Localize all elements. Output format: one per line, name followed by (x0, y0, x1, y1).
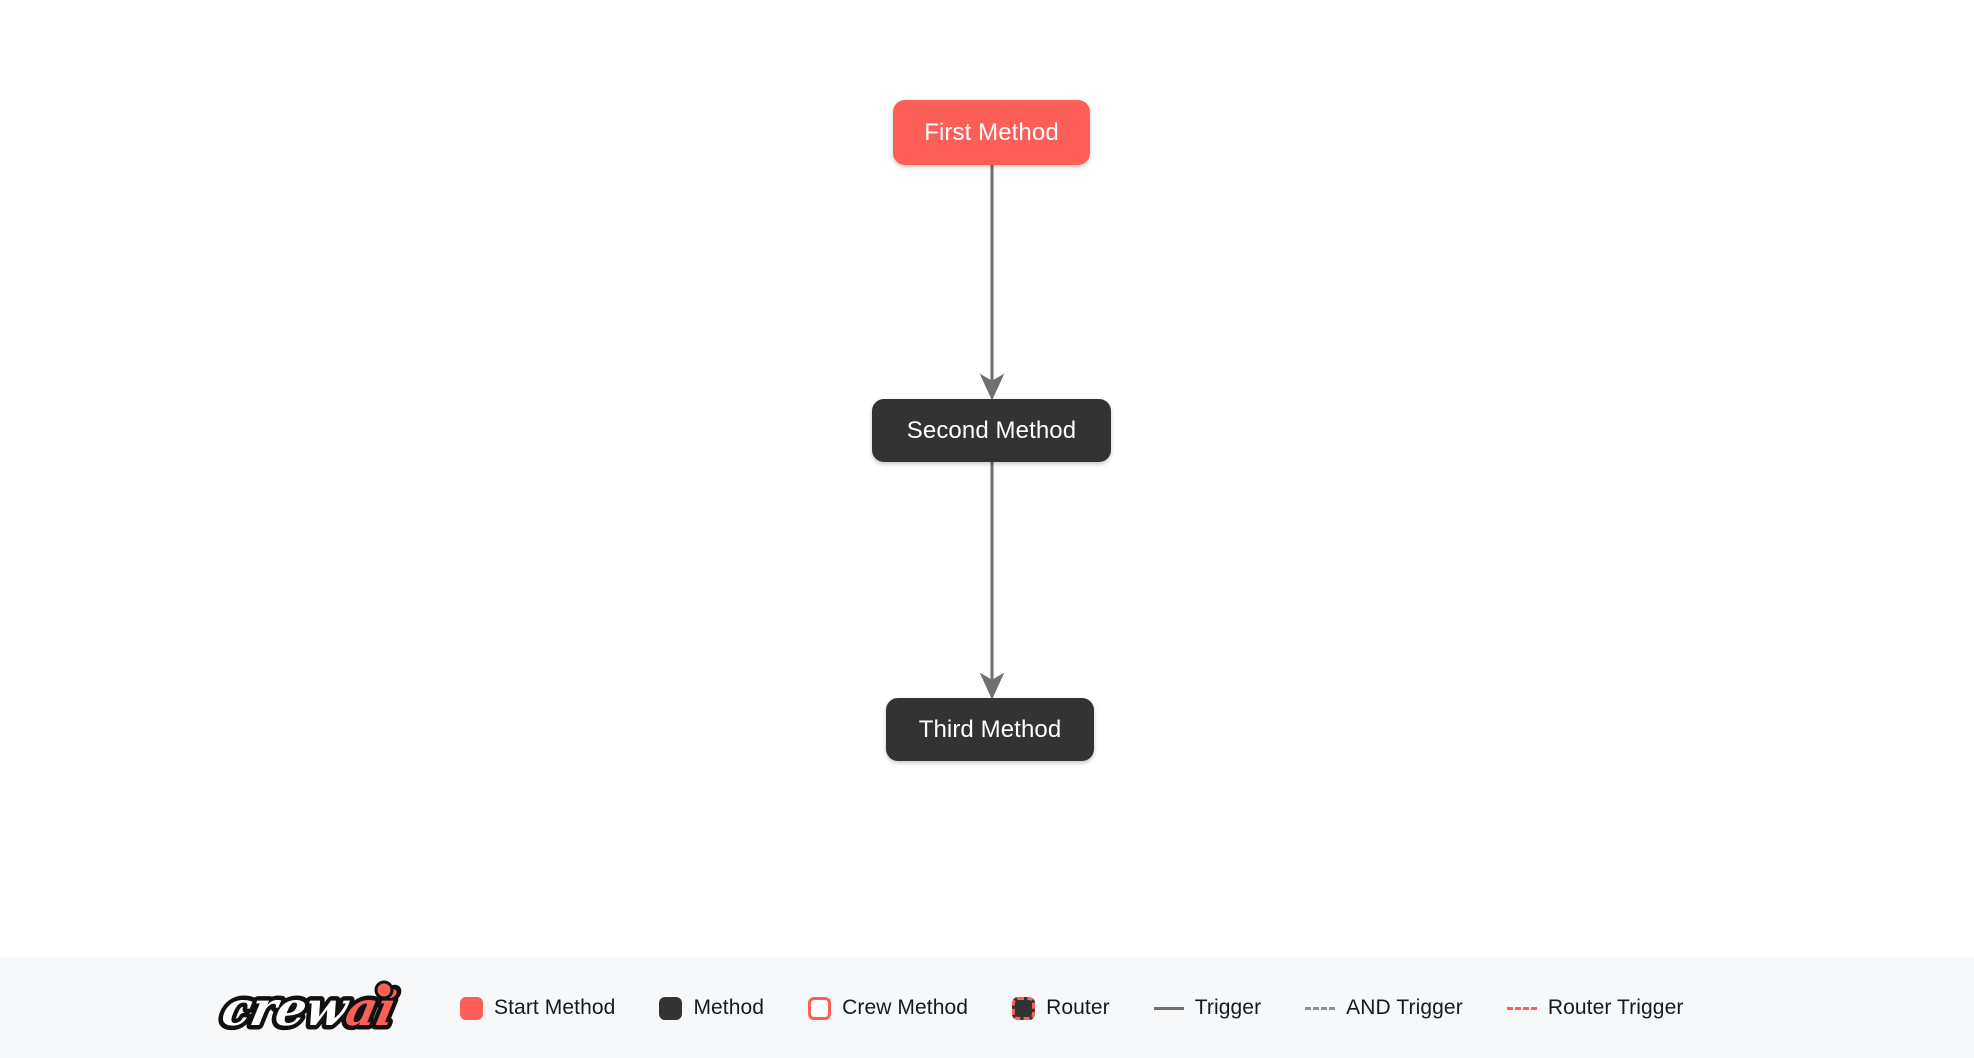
legend-bar: crewai crew crewai Start Method Method C… (0, 958, 1974, 1058)
legend-label: Crew Method (842, 996, 969, 1019)
legend-item-method[interactable]: Method (659, 996, 764, 1020)
router-swatch-icon (1012, 996, 1036, 1020)
method-swatch-icon (659, 996, 683, 1020)
svg-text:crewai: crewai (217, 981, 401, 1036)
legend-label: Router Trigger (1547, 996, 1684, 1019)
legend-label: Trigger (1194, 996, 1262, 1019)
node-label: Second Method (906, 416, 1077, 444)
node-label: First Method (924, 118, 1059, 146)
node-second-method[interactable]: Second Method (872, 399, 1111, 462)
legend-label: Router (1046, 996, 1110, 1019)
legend-item-and-trigger[interactable]: AND Trigger (1305, 996, 1463, 1020)
and-trigger-line-icon (1305, 1006, 1336, 1010)
legend-item-start-method[interactable]: Start Method (460, 996, 615, 1020)
legend-items: Start Method Method Crew Method Router T… (460, 996, 1683, 1020)
legend-item-crew-method[interactable]: Crew Method (808, 996, 968, 1020)
node-label: Third Method (918, 715, 1062, 743)
node-third-method[interactable]: Third Method (886, 698, 1094, 761)
legend-item-trigger[interactable]: Trigger (1153, 996, 1262, 1020)
crewai-logo: crewai crew crewai (213, 977, 406, 1039)
trigger-line-icon (1153, 1006, 1184, 1010)
router-trigger-line-icon (1506, 1006, 1537, 1010)
start-method-swatch-icon (460, 996, 483, 1020)
crew-method-swatch-icon (808, 996, 832, 1020)
flow-canvas[interactable]: First Method Second Method Third Method (0, 0, 1974, 958)
node-first-method[interactable]: First Method (893, 100, 1090, 165)
legend-label: Method (693, 996, 765, 1019)
legend-item-router-trigger[interactable]: Router Trigger (1506, 996, 1684, 1020)
legend-label: Start Method (494, 996, 616, 1019)
svg-text:crewai: crewai (217, 981, 401, 1036)
svg-text:crew: crew (217, 981, 355, 1036)
legend-label: AND Trigger (1346, 996, 1463, 1019)
legend-item-router[interactable]: Router (1012, 996, 1110, 1020)
